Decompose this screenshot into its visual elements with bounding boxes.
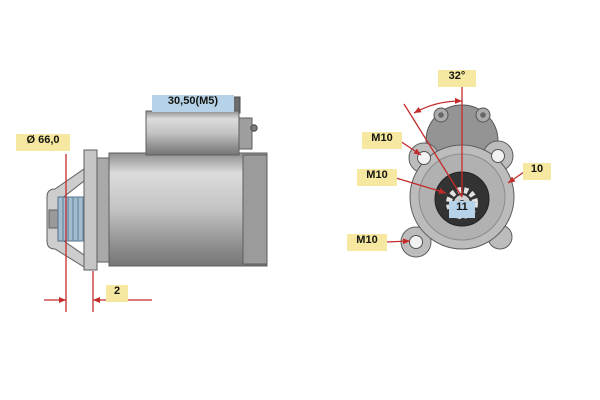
m10-top-leader — [399, 140, 422, 156]
terminal-stud-left-center — [438, 112, 444, 118]
front-view — [400, 104, 515, 258]
mounting-flange-plate — [83, 149, 98, 271]
solenoid-body — [145, 110, 240, 156]
depth-leader — [507, 171, 525, 184]
solenoid-end-cap — [238, 117, 253, 150]
dimension-label-thickness: 2 — [106, 285, 128, 302]
solenoid-terminal-stud — [250, 124, 258, 132]
dimension-label-solenoid-length: 30,50(M5) — [152, 95, 234, 112]
intermediate-plate — [96, 157, 110, 263]
shaft-tip — [48, 209, 59, 229]
bolt-label-top: M10 — [362, 132, 402, 149]
dimension-label-diameter: Ø 66,0 — [16, 134, 70, 151]
bolt-hole-top-right — [491, 149, 505, 163]
pinion-teeth-hatch — [62, 197, 84, 241]
angle-reference-line-tilted — [403, 103, 463, 198]
m10-middle-leader — [395, 177, 447, 194]
bolt-label-bottom: M10 — [347, 234, 387, 251]
side-view-dimension-lines — [44, 154, 152, 312]
dimension-label-angle: 32° — [438, 70, 476, 87]
pinion-teeth-ring — [446, 187, 478, 219]
terminal-stud-right-center — [480, 112, 486, 118]
motor-end-cap — [242, 154, 268, 265]
side-view — [46, 96, 268, 271]
bolt-label-middle: M10 — [357, 169, 397, 186]
center-teeth-label: 11 — [449, 201, 475, 218]
front-view-dimension-lines — [385, 86, 525, 245]
angle-arc-arrow — [413, 97, 463, 114]
m10-bottom-leader — [385, 238, 411, 245]
bolt-hole-bottom-left — [409, 235, 423, 249]
dimension-label-depth: 10 — [523, 163, 551, 180]
